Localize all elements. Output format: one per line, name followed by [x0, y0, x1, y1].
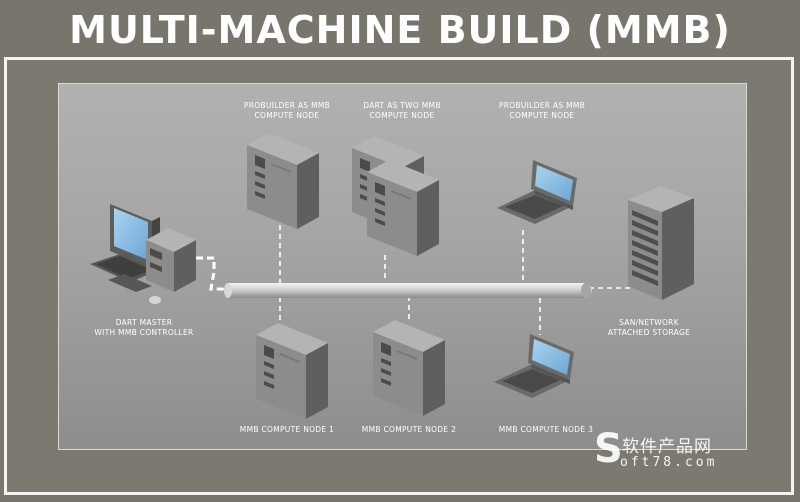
- label-probuilder-1: PROBUILDER AS MMB COMPUTE NODE: [243, 101, 331, 120]
- compute-node-2-tower: [373, 320, 445, 416]
- label-probuilder-2: PROBUILDER AS MMB COMPUTE NODE: [498, 101, 586, 120]
- label-compute-3: MMB COMPUTE NODE 3: [498, 425, 594, 434]
- network-bus: [224, 283, 592, 298]
- connector-lines: [279, 225, 632, 335]
- compute-node-3-laptop: [494, 334, 574, 398]
- connector-dart-master: [196, 256, 228, 291]
- label-san: SAN/NETWORK ATTACHED STORAGE: [607, 318, 691, 337]
- label-compute-2: MMB COMPUTE NODE 2: [361, 425, 457, 434]
- san-storage-rack: [628, 186, 694, 300]
- watermark-text: 软件产品网: [622, 437, 712, 457]
- probuilder-laptop: [497, 160, 577, 224]
- probuilder-tower-1: [247, 133, 319, 229]
- dart-master-workstation: [90, 204, 196, 304]
- label-dart-two: DART AS TWO MMB COMPUTE NODE: [363, 101, 441, 120]
- title-bar: MULTI-MACHINE BUILD (MMB): [0, 0, 800, 57]
- watermark: S 软件产品网 oft78.com: [594, 426, 774, 478]
- watermark-letter: S: [594, 426, 623, 472]
- label-compute-1: MMB COMPUTE NODE 1: [239, 425, 335, 434]
- diagram-title: MULTI-MACHINE BUILD (MMB): [69, 8, 731, 52]
- dart-tower-front: [367, 160, 439, 256]
- compute-node-1-tower: [256, 323, 328, 419]
- label-dart-master: DART MASTER WITH MMB CONTROLLER: [94, 318, 194, 337]
- watermark-url: oft78.com: [620, 455, 718, 470]
